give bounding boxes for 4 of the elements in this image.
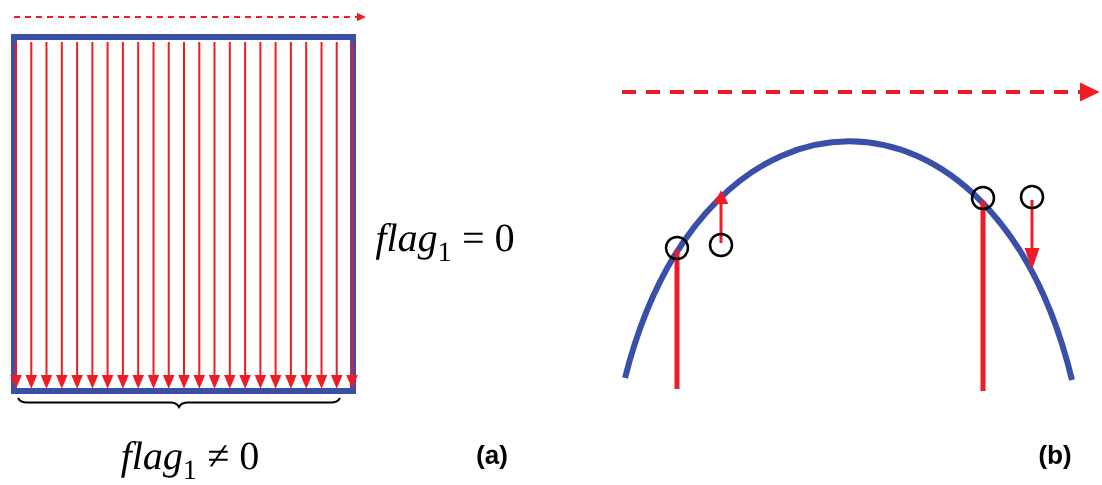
panel-label: (b) [1039, 444, 1071, 470]
formula-label: flag$_{1}$ = 0 [375, 222, 514, 262]
formula-label: flag$_{1}$ ≠ 0 [121, 440, 258, 480]
panel-label: (a) [477, 444, 507, 470]
